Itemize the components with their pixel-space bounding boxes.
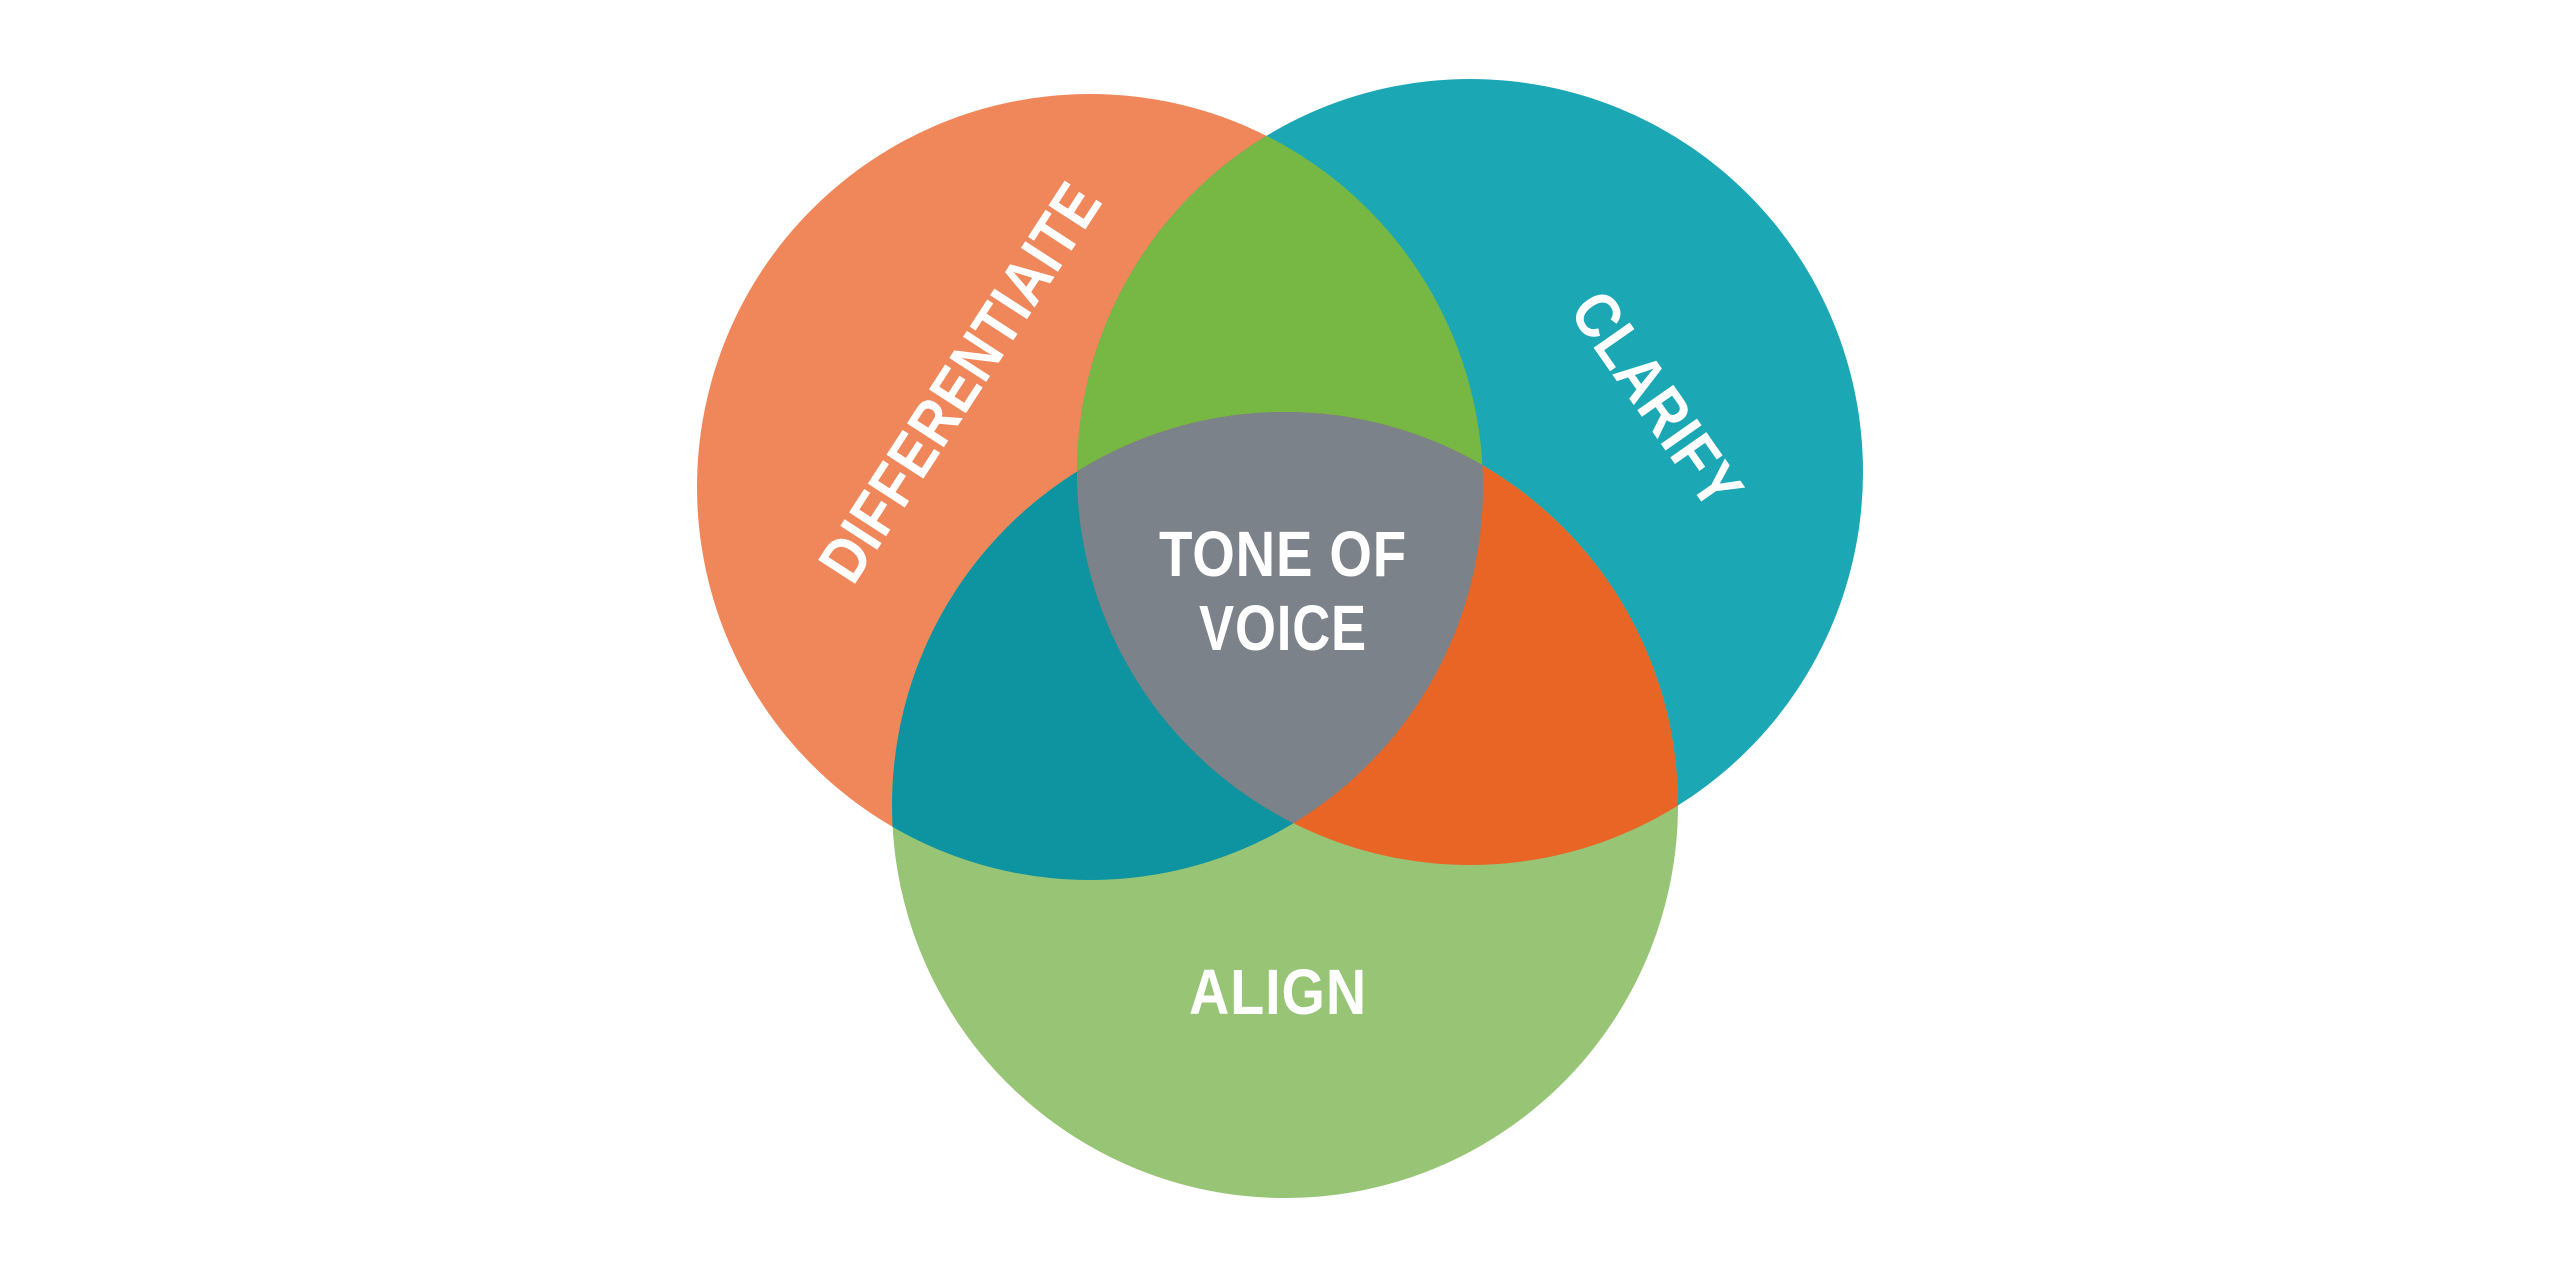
align-label: ALIGN: [1189, 956, 1367, 1028]
center-label-line1: TONE OF: [1159, 518, 1407, 590]
center-label: TONE OF VOICE: [1159, 518, 1407, 664]
center-label-line2: VOICE: [1199, 592, 1367, 664]
overlap-center: [1077, 412, 1483, 865]
